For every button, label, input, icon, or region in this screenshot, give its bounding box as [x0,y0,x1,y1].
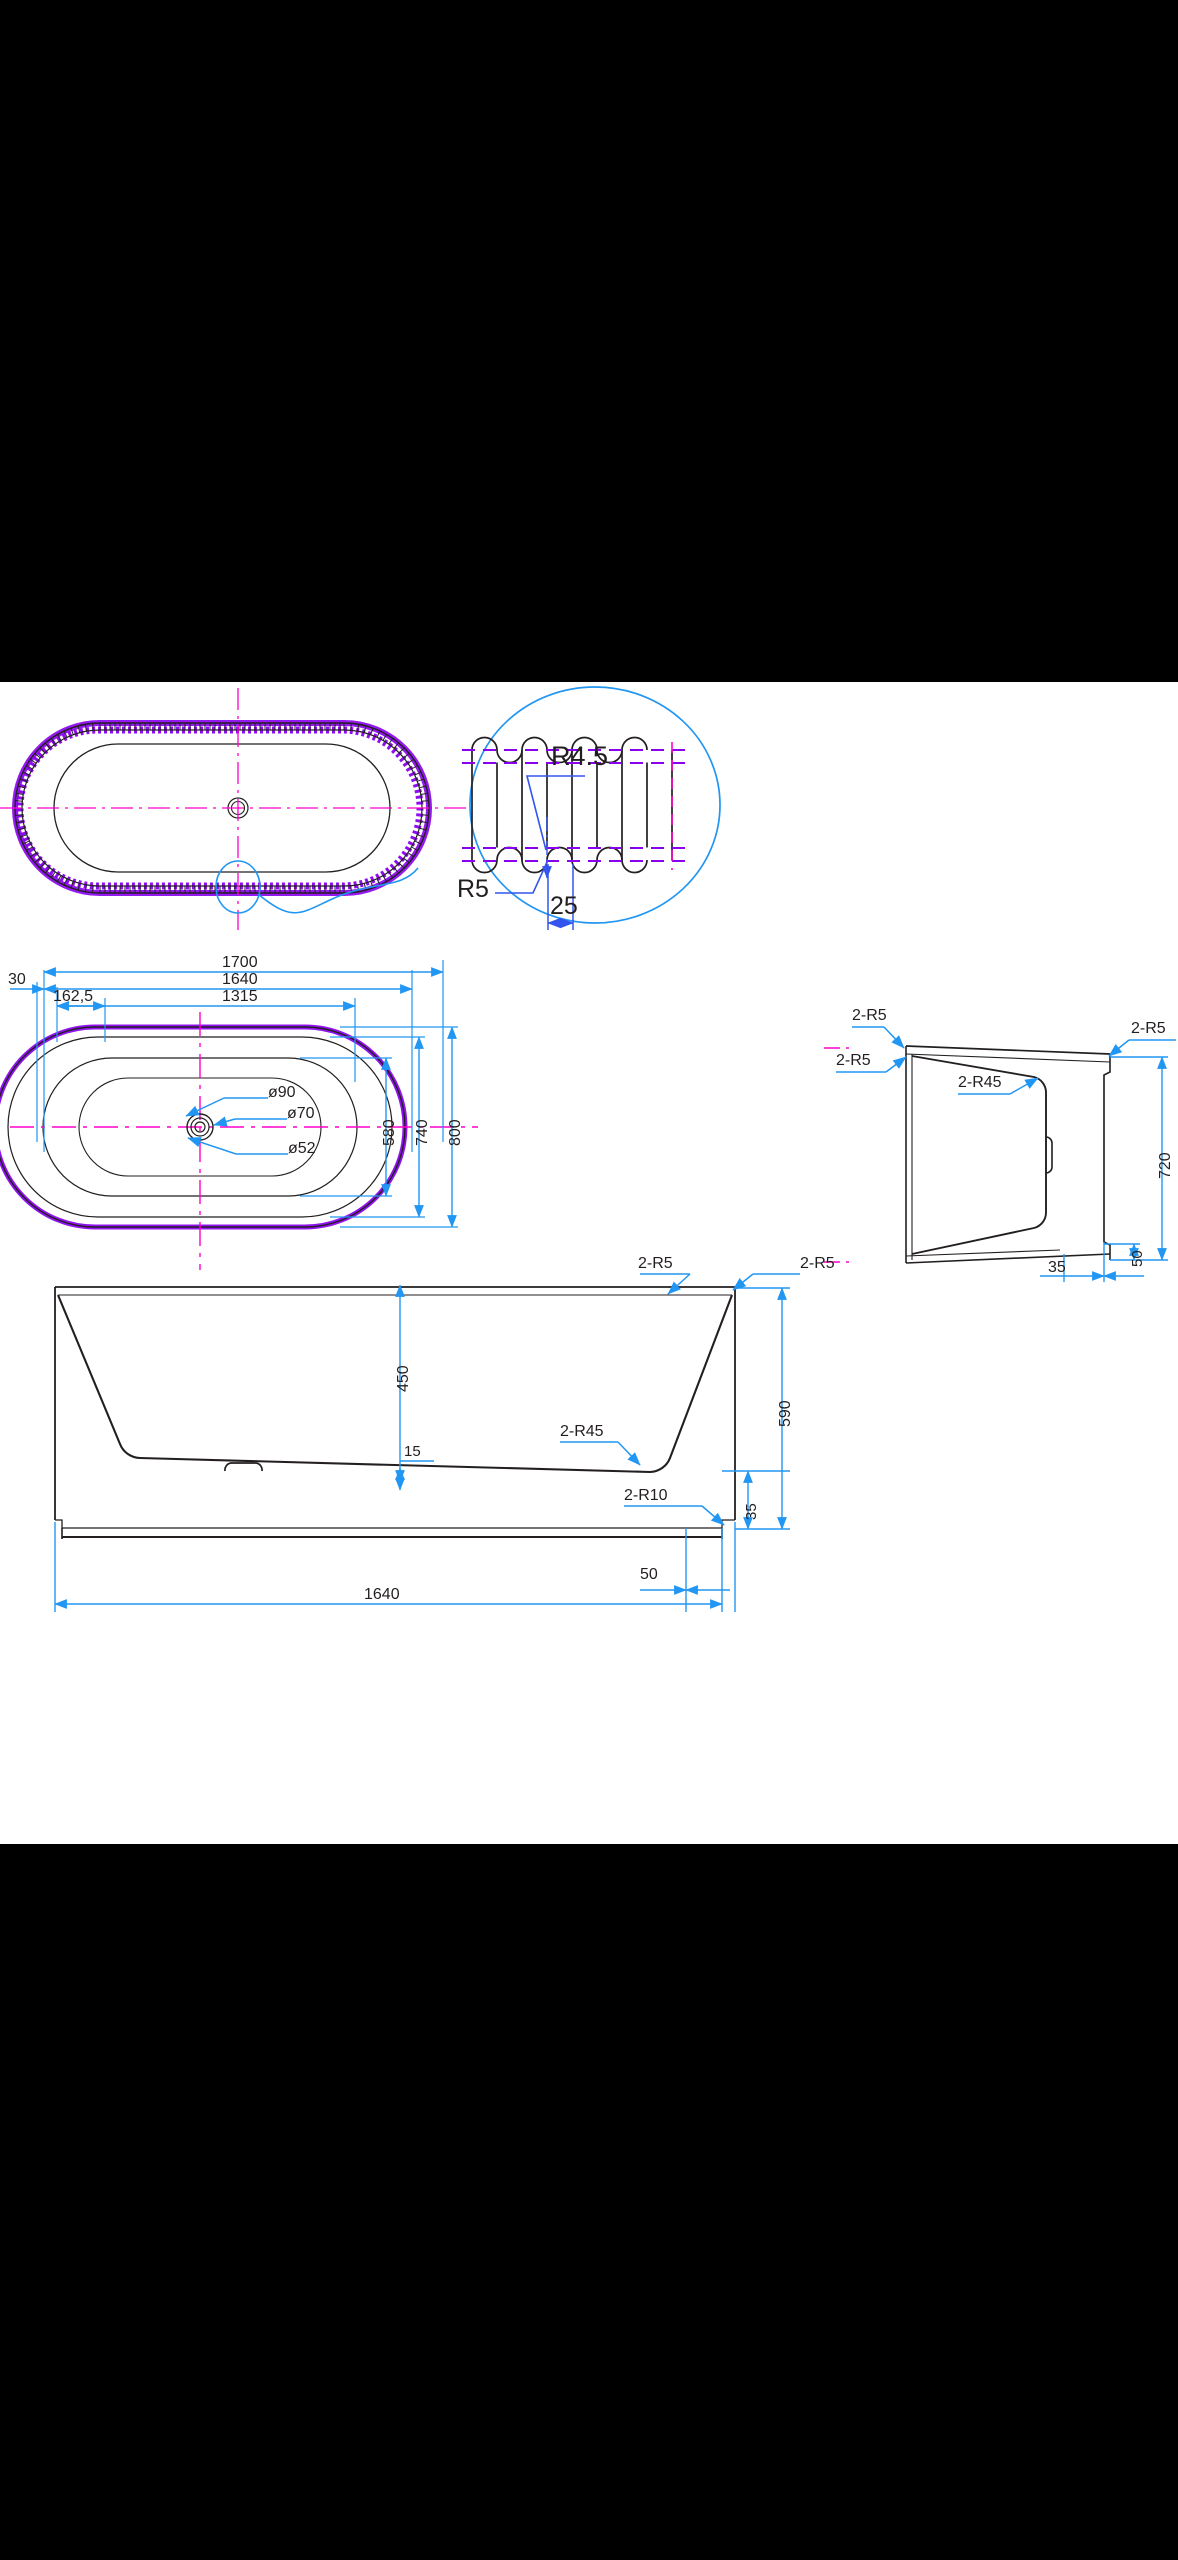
side-leaders [836,1026,1176,1095]
plan-view-group [0,960,478,1270]
side-right-body [1103,1054,1111,1260]
front-callout-r45: 2-R45 [560,1423,604,1440]
front-dim-450-15 [395,1284,434,1491]
side-hidden [904,1047,1113,1262]
detail-label-25: 25 [550,892,578,920]
front-dim-590-35 [722,1287,790,1530]
plan-dim-1700: 1700 [222,954,258,971]
front-drain-dimple [224,1462,263,1472]
plan-rim-inner [7,1036,393,1218]
side-callout-r5-top: 2-R5 [852,1007,887,1024]
detail-callout-circle [215,860,419,914]
plan-dimension-lines-v [381,1026,457,1228]
detail-construction-lines [462,749,690,862]
front-dim-15: 15 [404,1443,421,1460]
side-callout-r5-left: 2-R5 [836,1052,871,1069]
plan-callout-dia70: ø70 [287,1105,315,1122]
side-top-edge [905,1045,1111,1055]
front-leaders [560,1273,800,1526]
side-dimension-lines [1040,1056,1168,1282]
plan-dim-30: 30 [8,971,26,988]
drawing-sheet: R4.5 R5 25 30 162,5 1315 1640 1700 580 7… [0,682,1178,1844]
front-plinth-top [55,1519,735,1529]
top-inner-rim [53,743,391,873]
plan-dim-740: 740 [414,1119,431,1146]
side-view-group [824,1026,1176,1282]
front-dim-35: 35 [743,1503,760,1520]
side-callout-r45: 2-R45 [958,1074,1002,1091]
side-callout-r5-right: 2-R5 [1131,1020,1166,1037]
front-dim-590: 590 [777,1400,794,1427]
detail-scallop-profile [471,736,673,874]
plan-dim-580: 580 [381,1119,398,1146]
plan-basin-floor [78,1077,322,1177]
front-dim-bottom [54,1522,736,1612]
side-centerline-stubs [824,1047,852,1263]
plan-dim-1640: 1640 [222,971,258,988]
top-view-group [0,688,470,930]
top-centerlines [0,688,470,930]
side-overflow-tab [1045,1136,1053,1174]
plan-drain-leaders [185,1097,288,1155]
plan-extension-lines-v [36,960,444,1152]
plan-callout-dia90: ø90 [268,1084,296,1101]
side-dim-720: 720 [1157,1152,1174,1179]
front-dim-450: 450 [395,1365,412,1392]
plan-dimension-lines-h [10,967,444,1011]
detail-bubble-outline [469,686,721,924]
side-top-edge-inner [905,1053,1111,1063]
front-view-group [54,1273,800,1612]
front-callout-r5-b: 2-R5 [800,1255,835,1272]
detail-r5-leader [495,859,549,894]
plan-dim-1315: 1315 [222,988,258,1005]
front-callout-r5-a: 2-R5 [638,1255,673,1272]
front-dim-50: 50 [640,1566,658,1583]
front-basin-profile [57,1294,733,1474]
side-bottom-edge-inner [905,1249,1061,1257]
detail-r45-leader [525,775,585,851]
detail-bubble-group [462,686,721,930]
side-bottom-edge [905,1253,1111,1264]
plan-dim-162-5: 162,5 [53,988,94,1005]
detail-pitch-dimension [547,864,574,930]
plan-centerlines [10,1012,478,1270]
side-dim-35: 35 [1048,1259,1066,1276]
drawing-canvas [0,686,1176,1612]
detail-label-r5: R5 [457,875,489,903]
detail-label-r4-5: R4.5 [551,741,609,771]
plan-dim-800: 800 [447,1119,464,1146]
letterbox-top [0,0,1178,682]
side-dim-50: 50 [1129,1250,1146,1267]
letterbox-bottom [0,1844,1178,2560]
front-dim-1640: 1640 [364,1586,400,1603]
front-callout-r10: 2-R10 [624,1487,668,1504]
plan-extension-lines-h [300,1026,458,1228]
plan-basin-rim [42,1057,358,1197]
plan-callout-dia52: ø52 [288,1140,316,1157]
